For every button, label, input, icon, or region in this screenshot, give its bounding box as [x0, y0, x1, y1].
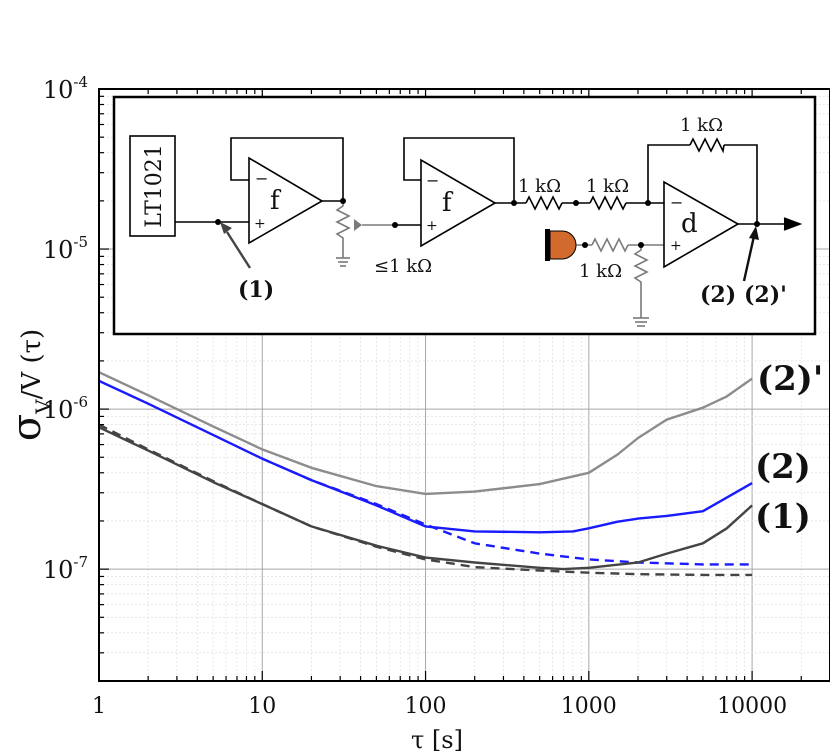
plot-frame — [98, 88, 830, 682]
series-label-2: (2) — [755, 447, 811, 487]
buffer1-minus: − — [255, 169, 268, 188]
x-tick-labels: 1 10 100 1000 10000 — [92, 694, 787, 719]
y-tick-label: 10-7 — [43, 553, 88, 584]
series-line-4 — [98, 423, 753, 577]
circuit-inset: LT1021 — [112, 95, 817, 336]
x-tick-label: 10000 — [717, 694, 787, 719]
resistor-r2 — [589, 195, 627, 211]
node2prime-label: (2)' — [744, 282, 787, 308]
x-axis-label: τ [s] — [411, 726, 463, 754]
resistor-r3 — [591, 237, 629, 253]
y-axis-label-tail: /V (τ) — [17, 329, 47, 399]
y-axis-label-subscript: V — [31, 399, 55, 415]
series-label-2prime: (2)' — [757, 359, 823, 399]
r2-label: 1 kΩ — [586, 176, 629, 197]
x-tick-label: 1 — [92, 694, 106, 719]
r1-label: 1 kΩ — [518, 176, 561, 197]
y-tick-label: 10-6 — [43, 393, 88, 424]
buffer1-label: f — [270, 186, 282, 216]
pot-label: ≤1 kΩ — [374, 256, 432, 277]
diff-label: d — [681, 209, 698, 239]
rfb-label: 1 kΩ — [680, 115, 723, 136]
y-axis-label-sigma: σ — [4, 414, 50, 441]
node1-arrow — [225, 231, 252, 269]
wires — [175, 137, 803, 231]
resistors-black — [525, 137, 725, 211]
series-line-0 — [98, 371, 753, 496]
series-line-2 — [261, 457, 753, 566]
buffer1-plus: + — [254, 216, 266, 232]
node1-label: (1) — [238, 277, 274, 303]
buffer-opamp-2 — [420, 158, 497, 248]
y-axis-label: σV/V (τ) — [4, 329, 55, 441]
svg-text:σV/V (τ): σV/V (τ) — [4, 329, 55, 441]
y-tick-label: 10-5 — [43, 233, 88, 264]
buffer2-plus: + — [426, 218, 438, 234]
diff-minus: − — [670, 193, 683, 212]
buffer2-minus: − — [426, 171, 439, 190]
y-tick-label: 10-4 — [43, 73, 88, 104]
r3-label: 1 kΩ — [579, 261, 622, 282]
resistor-r1 — [525, 195, 563, 211]
buffer-opamp-1 — [248, 156, 324, 245]
node2-arrow — [742, 235, 756, 282]
series-group — [98, 371, 753, 577]
wiper-arrow — [354, 219, 362, 231]
x-tick-label: 10 — [248, 694, 276, 719]
diff-plus: + — [670, 238, 682, 254]
node1-arrowhead — [220, 222, 232, 234]
series-label-1: (1) — [755, 497, 811, 537]
lt1021-box — [129, 135, 176, 237]
buffer2-label: f — [442, 188, 454, 218]
junctions — [215, 198, 760, 248]
resistor-rfb — [689, 137, 725, 154]
node2-arrowhead — [749, 226, 759, 240]
x-tick-label: 1000 — [561, 694, 617, 719]
node2-label: (2) — [700, 282, 736, 308]
series-line-1 — [98, 379, 753, 534]
lt1021-label: LT1021 — [142, 144, 167, 227]
wires-grey — [335, 201, 664, 327]
difference-opamp — [663, 180, 740, 269]
potentiometer — [335, 201, 351, 258]
x-tick-label: 100 — [405, 694, 447, 719]
y-tick-labels: 10-7 10-6 10-5 10-4 — [43, 73, 88, 584]
cell-icon — [549, 230, 577, 260]
cell-plate — [545, 229, 550, 261]
